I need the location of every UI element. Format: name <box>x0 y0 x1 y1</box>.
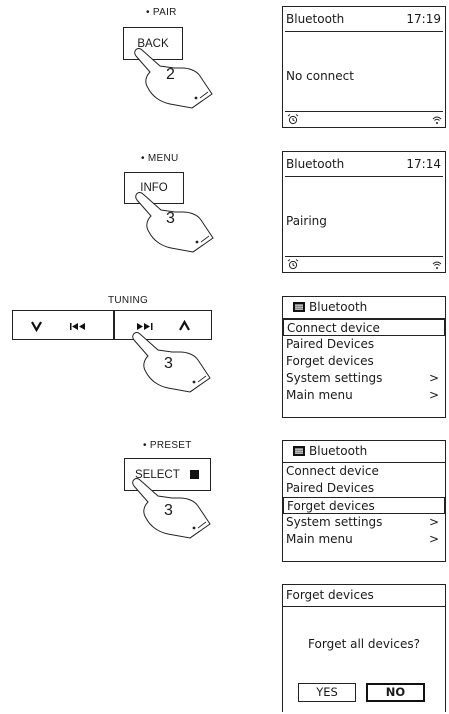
menu-item-forget-devices[interactable]: Forget devices <box>283 497 445 514</box>
status-message: No connect <box>286 69 354 83</box>
stop-square-icon <box>189 470 199 479</box>
select-button-label: SELECT <box>135 468 180 481</box>
step-number: 3 <box>166 210 175 227</box>
tuning-down-button[interactable] <box>12 310 114 340</box>
yes-button[interactable]: YES <box>298 683 356 702</box>
step-number: 3 <box>164 355 173 372</box>
pointing-hand-icon <box>132 332 211 393</box>
lcd-forget-devices-dialog: Forget devices Forget all devices? YES N… <box>282 584 446 712</box>
submenu-arrow: > <box>428 515 439 529</box>
pointing-hand-icon <box>132 478 211 539</box>
screen-title: Bluetooth <box>309 444 368 458</box>
skip-back-icon <box>70 323 85 330</box>
screen-title: Bluetooth <box>286 157 345 171</box>
menu-item-system-settings[interactable]: System settings> <box>286 371 439 385</box>
menu-caption: • MENU <box>141 153 179 164</box>
pair-caption: • PAIR <box>146 7 177 18</box>
no-button[interactable]: NO <box>366 683 425 702</box>
select-button[interactable]: SELECT <box>124 458 211 491</box>
tuning-up-button[interactable] <box>114 310 212 340</box>
wifi-signal-icon <box>432 116 442 124</box>
submenu-arrow: > <box>428 371 439 385</box>
menu-item-paired-devices[interactable]: Paired Devices <box>286 337 375 351</box>
wifi-signal-icon <box>432 261 442 269</box>
menu-item-paired-devices[interactable]: Paired Devices <box>286 481 375 495</box>
submenu-arrow: > <box>428 388 439 402</box>
alarm-icon <box>287 259 299 270</box>
step-number: 3 <box>164 502 173 519</box>
menu-item-connect-device[interactable]: Connect device <box>283 319 445 336</box>
preset-caption: • PRESET <box>143 440 192 451</box>
lcd-screen-pairing: Bluetooth 17:14 Pairing <box>282 151 446 273</box>
tuning-caption: TUNING <box>108 295 149 306</box>
menu-item-forget-devices[interactable]: Forget devices <box>286 354 374 368</box>
chevron-up-icon <box>179 319 190 331</box>
screen-title: Forget devices <box>286 588 374 602</box>
screen-title: Bluetooth <box>286 12 345 26</box>
screen-title: Bluetooth <box>309 300 368 314</box>
pointing-hand-icon <box>135 192 214 253</box>
back-button[interactable]: BACK <box>123 27 183 60</box>
lcd-screen-no-connect: Bluetooth 17:19 No connect <box>282 6 446 128</box>
pointing-hand-icon <box>134 48 213 109</box>
lcd-bluetooth-menu-1: Bluetooth Connect device Paired Devices … <box>282 296 446 418</box>
skip-forward-icon <box>137 323 153 330</box>
menu-item-system-settings[interactable]: System settings> <box>286 515 439 529</box>
menu-list-icon <box>293 446 305 456</box>
status-message: Pairing <box>286 214 327 228</box>
step-number: 2 <box>166 66 175 83</box>
screen-time: 17:19 <box>406 12 441 26</box>
menu-item-connect-device[interactable]: Connect device <box>286 464 379 478</box>
submenu-arrow: > <box>428 532 439 546</box>
menu-list-icon <box>293 302 305 312</box>
confirm-question: Forget all devices? <box>308 637 420 651</box>
menu-item-main-menu[interactable]: Main menu> <box>286 532 439 546</box>
menu-item-main-menu[interactable]: Main menu> <box>286 388 439 402</box>
alarm-icon <box>287 114 299 125</box>
screen-time: 17:14 <box>406 157 441 171</box>
lcd-bluetooth-menu-2: Bluetooth Connect device Paired Devices … <box>282 440 446 562</box>
chevron-down-icon <box>31 321 42 333</box>
